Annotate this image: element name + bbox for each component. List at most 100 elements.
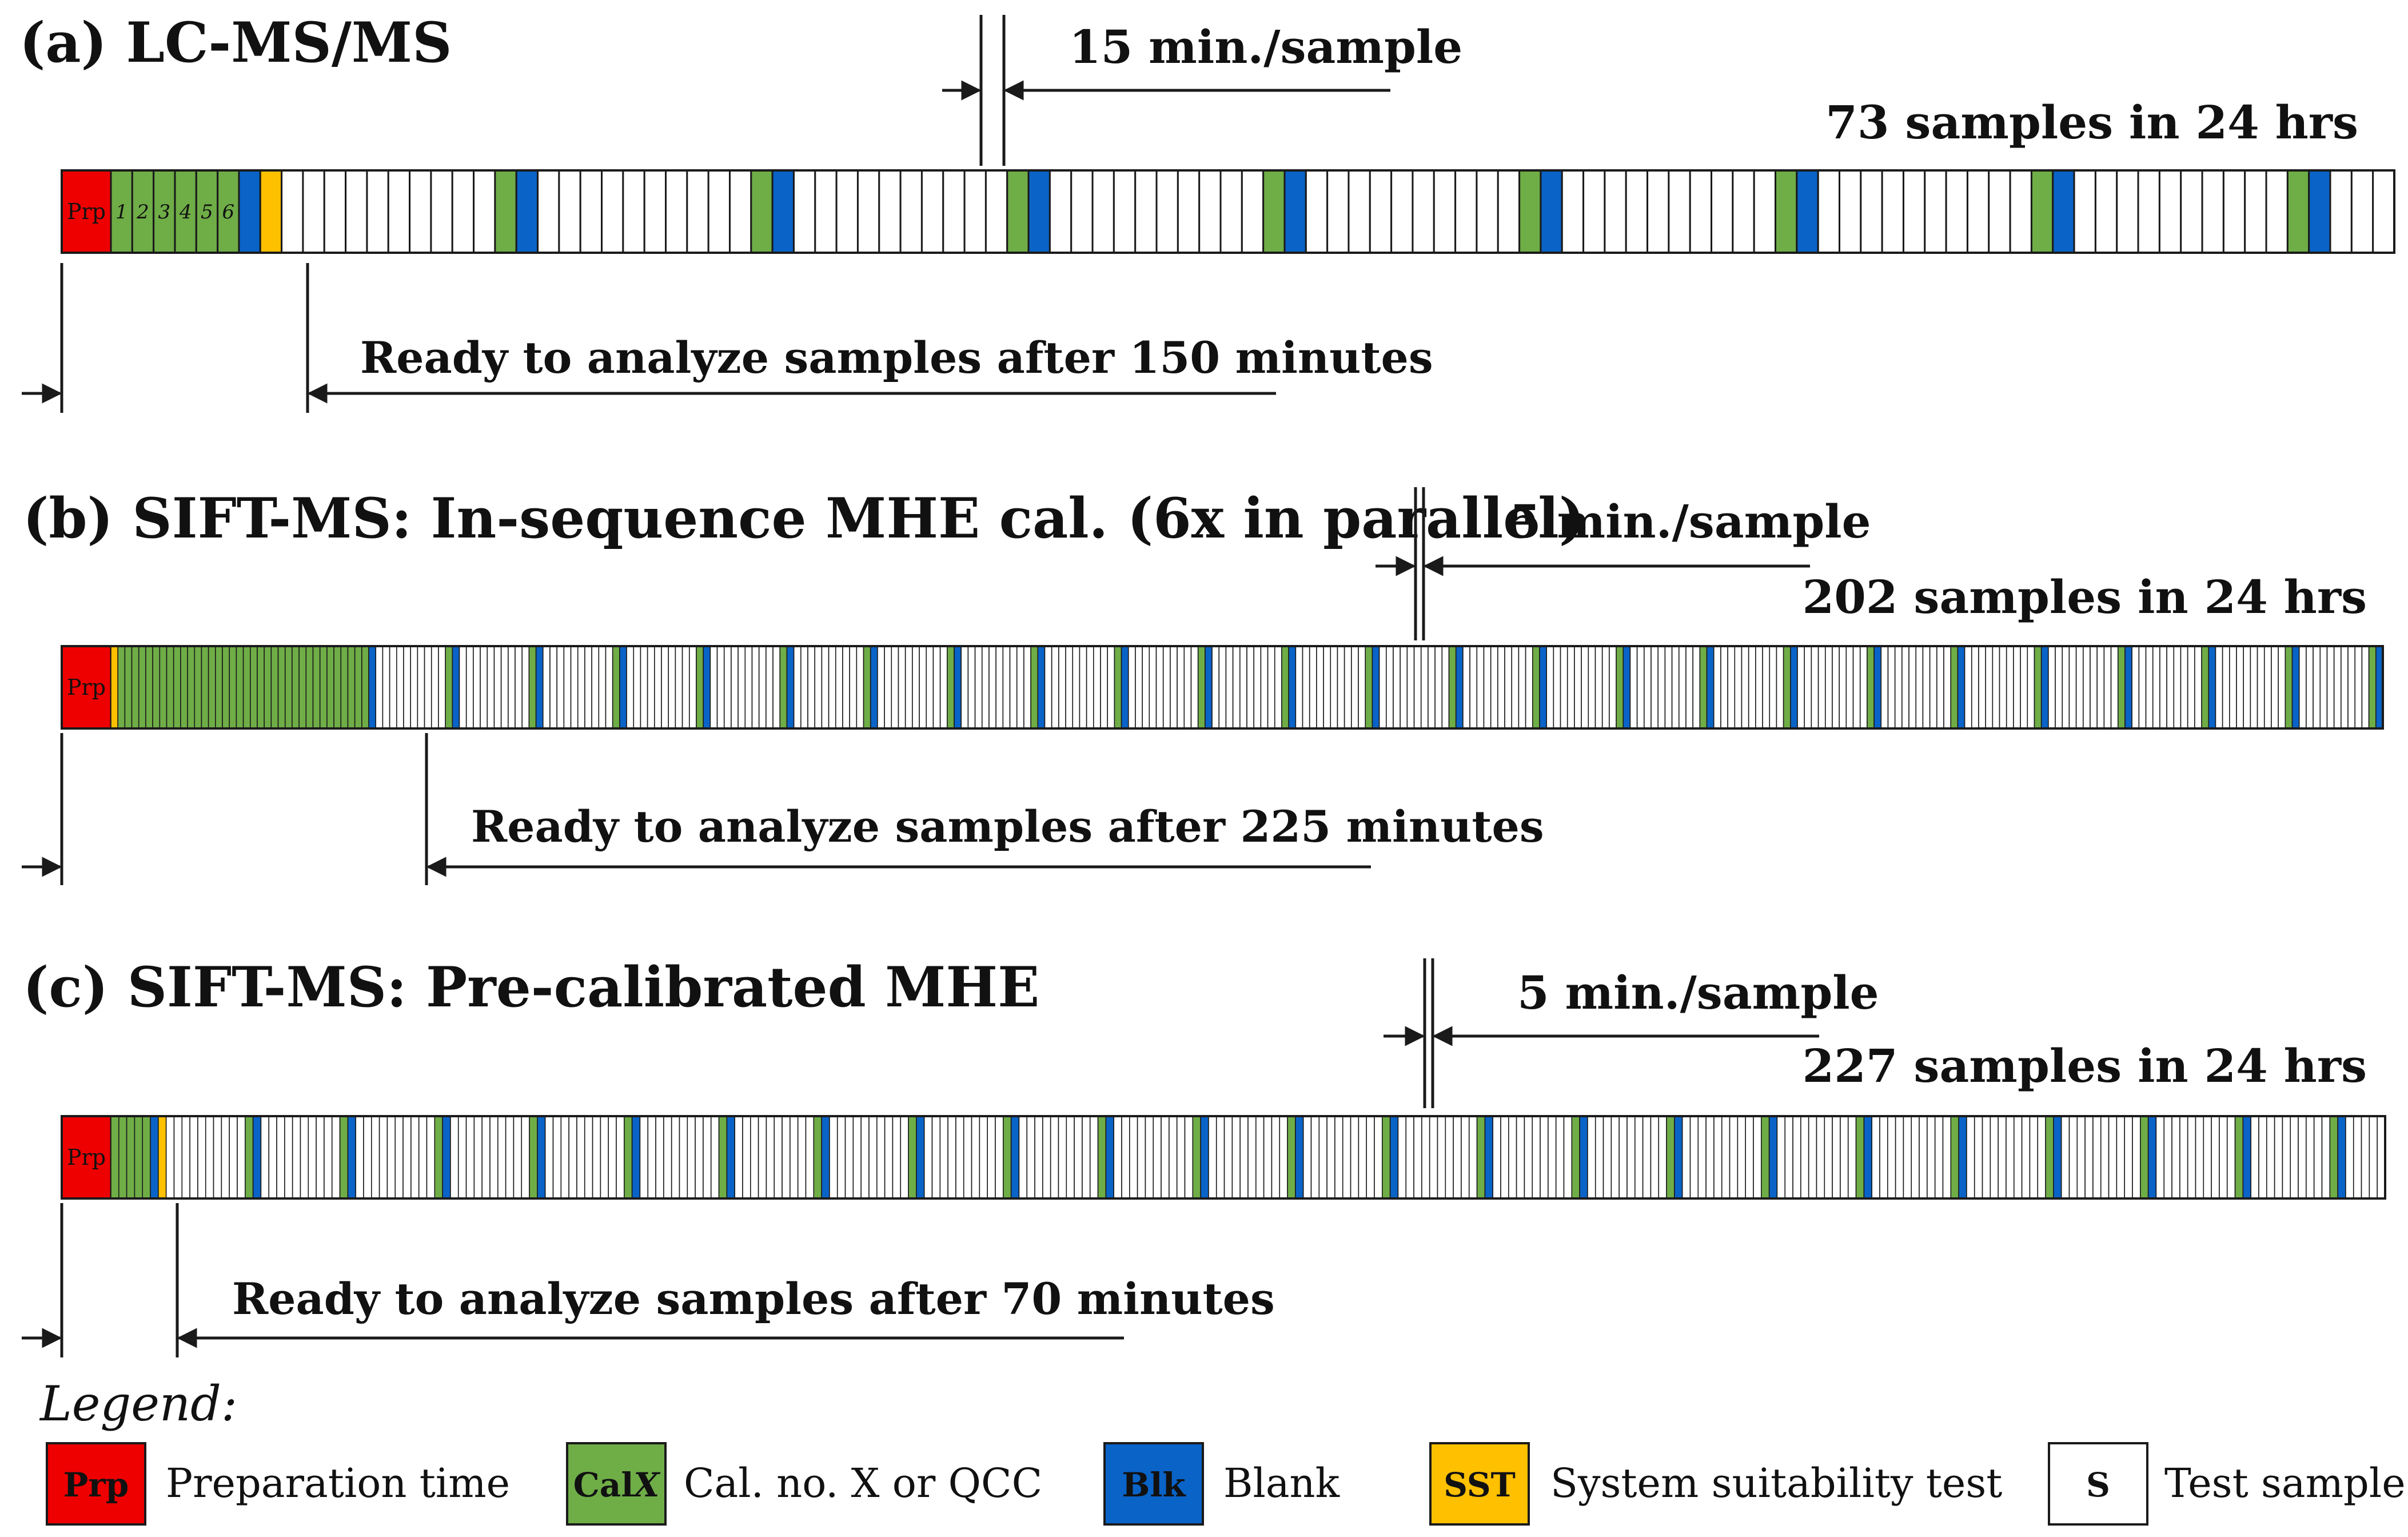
sample-cell (1016, 646, 1024, 729)
sample-cell (1817, 169, 1840, 254)
sample-cell (1915, 646, 1924, 729)
sample-cell (1497, 169, 1521, 254)
cal-cell (319, 646, 328, 729)
sample-cell (1971, 646, 1979, 729)
sample-cell (1366, 1116, 1375, 1199)
sample-cell (366, 169, 389, 254)
sample-cell (774, 1116, 783, 1199)
sample-cell (1255, 1116, 1265, 1199)
sample-cell (1800, 1116, 1809, 1199)
blank-cell (1674, 1116, 1683, 1199)
cal-cell (1003, 1116, 1012, 1199)
sample-cell (2211, 1116, 2220, 1199)
sample-cell (1263, 1116, 1273, 1199)
sample-cell (797, 1116, 807, 1199)
sample-cell (2187, 1116, 2196, 1199)
sample-cell (1279, 1116, 1288, 1199)
sample-cell (1902, 169, 1926, 254)
sample-cell (1769, 646, 1777, 729)
sample-cell (1518, 646, 1526, 729)
sample-cell (728, 169, 752, 254)
sample-cell (1137, 1116, 1146, 1199)
cal-cell (2201, 646, 2210, 729)
sample-cell (2145, 646, 2154, 729)
sample-cell (1323, 646, 1331, 729)
blank-cell (1389, 1116, 1399, 1199)
cal-cell (326, 646, 334, 729)
sample-cell (987, 1116, 996, 1199)
sample-cell (1871, 1116, 1880, 1199)
sample-cell (605, 646, 613, 729)
cal-cell (2045, 1116, 2054, 1199)
sample-cell (900, 1116, 909, 1199)
sample-cell (1942, 1116, 1952, 1199)
sample-cell (1400, 646, 1408, 729)
cal-cell (145, 646, 153, 729)
cal-cell (1287, 1116, 1296, 1199)
sample-cell (300, 1116, 309, 1199)
legend-label-preparation: Preparation time (166, 1460, 510, 1507)
sample-cell (308, 1116, 317, 1199)
sample-cell (1532, 1116, 1541, 1199)
sample-cell (292, 1116, 301, 1199)
sample-cell (1990, 1116, 1999, 1199)
cal-cell (118, 1116, 127, 1199)
sample-cell (1218, 646, 1227, 729)
sample-cell (487, 646, 495, 729)
sample-cell (549, 646, 557, 729)
sample-cell (1525, 646, 1533, 729)
sample-cell (1044, 646, 1052, 729)
sample-cell (410, 646, 418, 729)
cal-cell (1616, 646, 1624, 729)
timeline-frame (61, 1115, 2386, 1200)
sample-cell (473, 646, 481, 729)
sample-cell (1318, 1116, 1327, 1199)
cal-cell (2117, 646, 2126, 729)
sample-cell (2166, 646, 2175, 729)
sample-cell (1610, 1116, 1620, 1199)
blank-cell (150, 1116, 159, 1199)
sample-cell (1860, 169, 1883, 254)
cal-cell (528, 646, 537, 729)
sample-cell (1560, 646, 1568, 729)
sample-cell (276, 1116, 285, 1199)
sample-cell (2092, 1116, 2102, 1199)
sample-cell (750, 1116, 759, 1199)
cal-cell (1197, 646, 1206, 729)
sample-cell (403, 646, 411, 729)
sample-cell (1879, 1116, 1888, 1199)
sample-cell (1988, 169, 2011, 254)
cal-cell (1476, 1116, 1486, 1199)
blank-cell (515, 169, 539, 254)
legend-item-preparation: Prp Preparation time (46, 1442, 510, 1526)
cal-cell (1532, 646, 1540, 729)
sample-cell (1326, 1116, 1335, 1199)
sample-cell (1817, 646, 1826, 729)
sample-cell (1847, 1116, 1857, 1199)
cal-cell (1281, 646, 1289, 729)
sample-cell (2075, 646, 2084, 729)
blank-cell (1957, 646, 1966, 729)
sample-cell (1734, 646, 1743, 729)
sample-cell (1594, 1116, 1604, 1199)
sample-cell (2271, 646, 2279, 729)
sample-cell (1469, 646, 1478, 729)
sample-cell (1420, 646, 1429, 729)
panel-c-rate-label: 5 min./sample (1517, 966, 1879, 1020)
sample-cell (835, 169, 859, 254)
cal-cell (361, 646, 369, 729)
sample-cell (1468, 1116, 1478, 1199)
sample-cell (1792, 1116, 1801, 1199)
cal-cell-number: 4 (179, 201, 192, 224)
sample-cell (1650, 1116, 1660, 1199)
sample-cell (371, 1116, 380, 1199)
sample-cell (878, 169, 902, 254)
sample-cell (974, 646, 983, 729)
sample-cell (500, 646, 509, 729)
sample-cell (800, 646, 808, 729)
sample-cell (1927, 1116, 1936, 1199)
sample-cell (2353, 1116, 2362, 1199)
panel-a-sample-count: 73 samples in 24 hrs (1825, 95, 2358, 149)
sample-cell (703, 1116, 712, 1199)
sample-cell (1239, 646, 1247, 729)
